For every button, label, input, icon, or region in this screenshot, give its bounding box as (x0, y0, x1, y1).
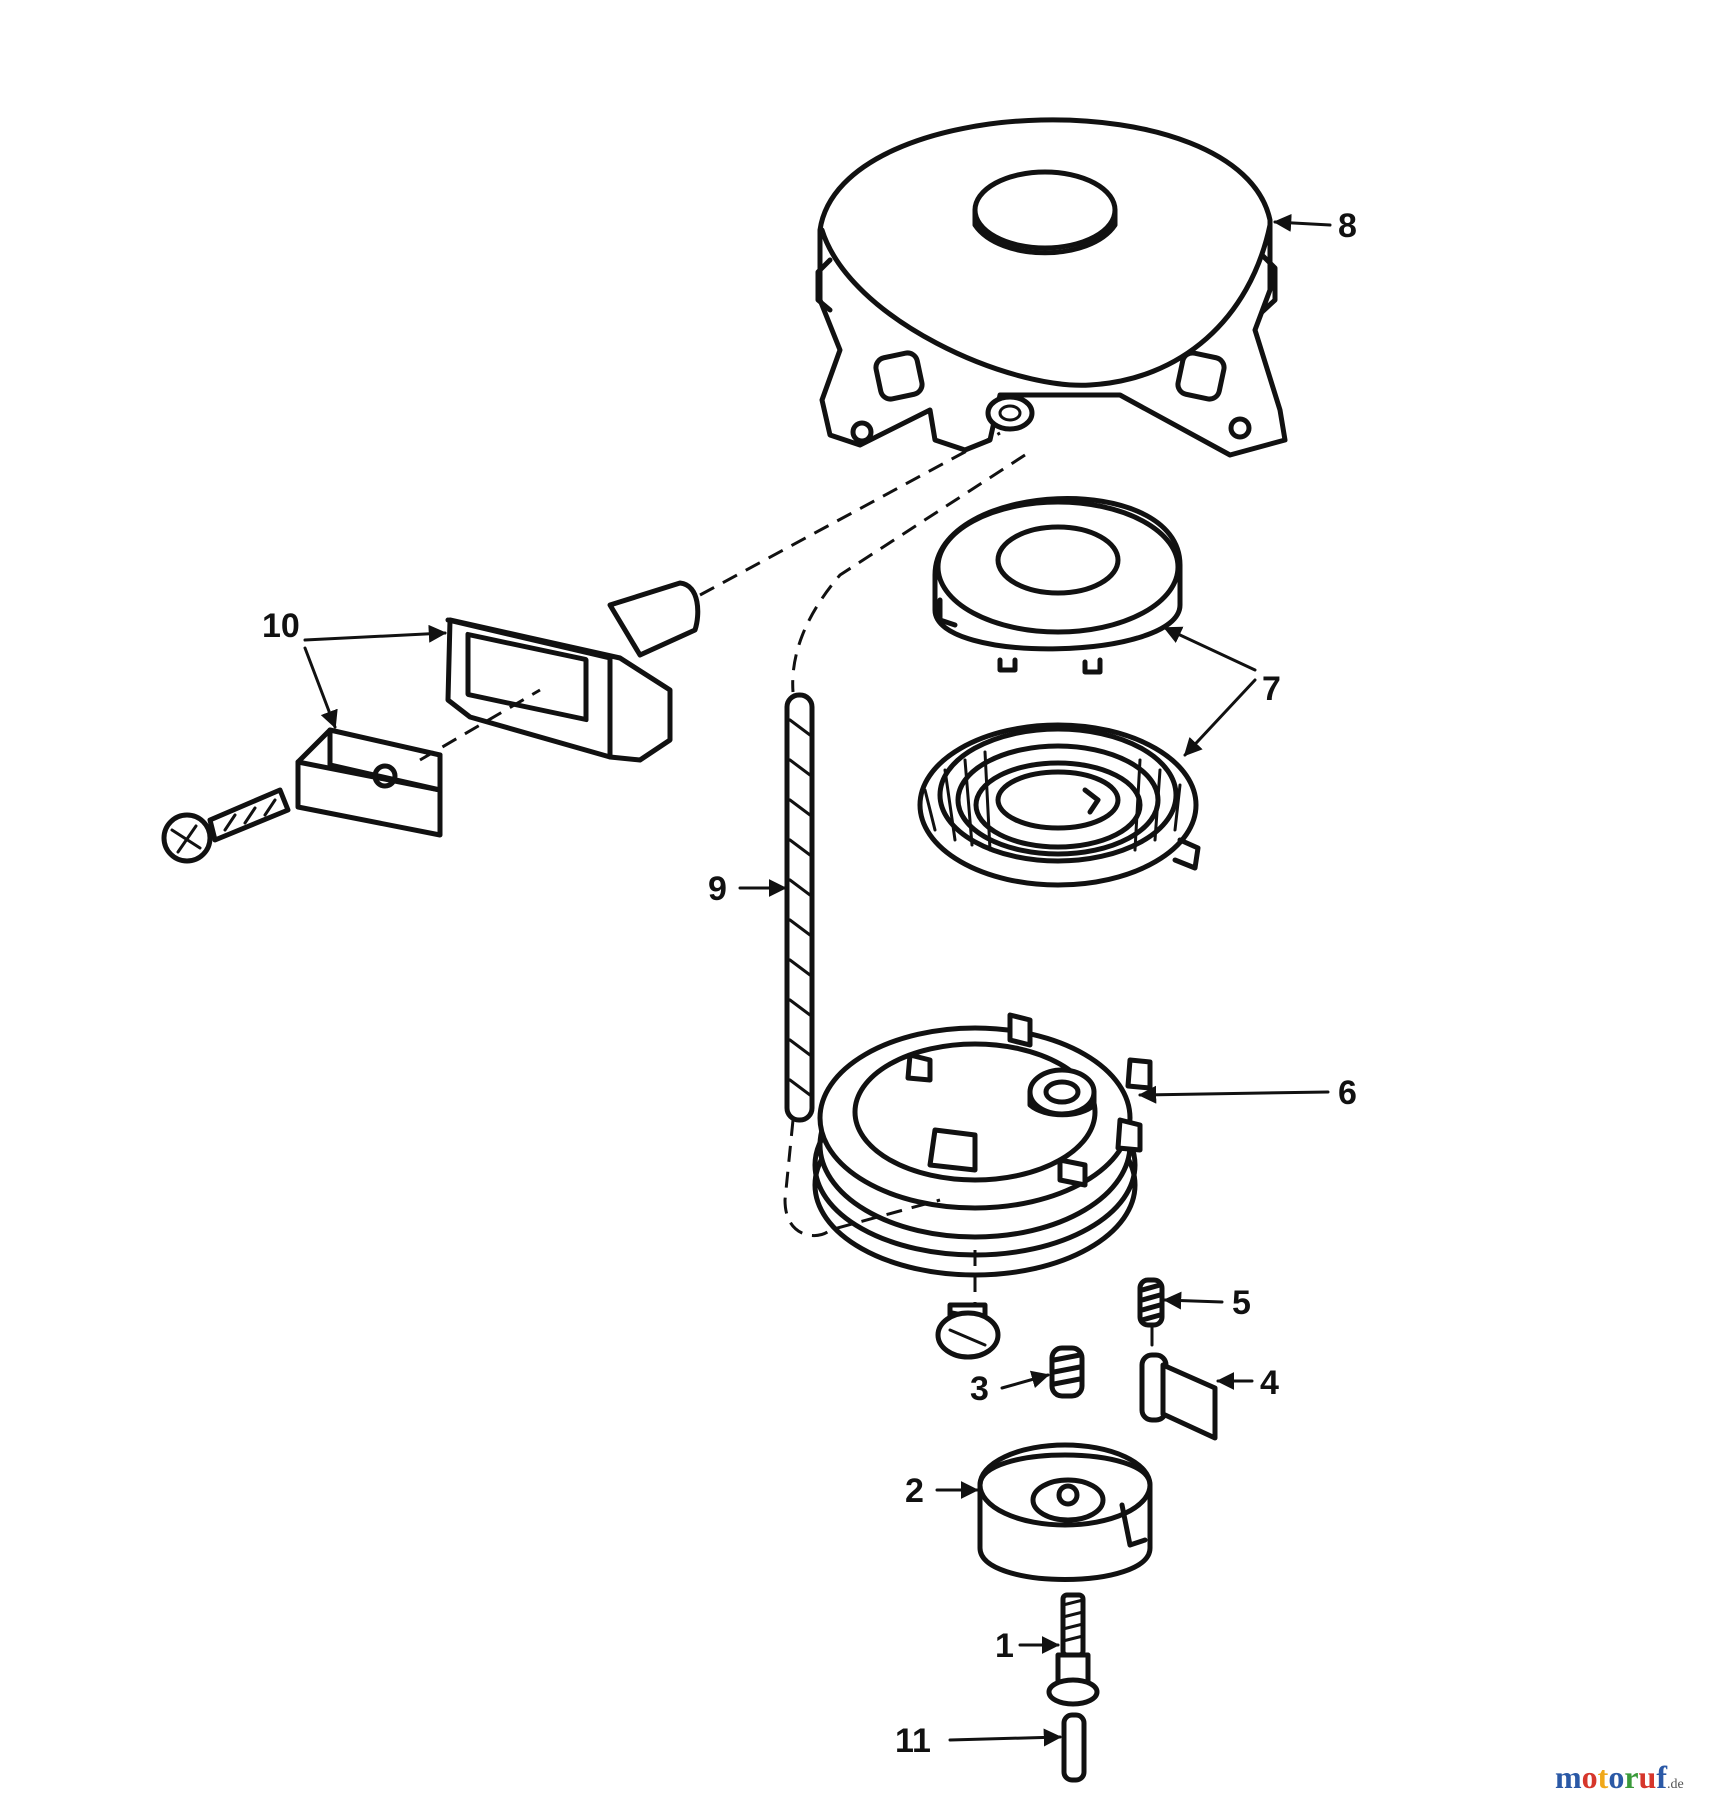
callout-2: 2 (905, 1472, 924, 1510)
brake-spring (1049, 1345, 1085, 1399)
callout-1: 1 (995, 1627, 1014, 1665)
small-spring (1137, 1277, 1165, 1347)
spring-cup (932, 496, 1183, 675)
starter-rope (784, 692, 815, 1123)
rope-path-housing-to-pulley (783, 453, 1026, 1237)
callout-7: 7 (1262, 670, 1281, 708)
pin (1061, 1712, 1087, 1783)
watermark-suffix: .de (1667, 1777, 1684, 1792)
callout-11: 11 (895, 1722, 931, 1760)
pawl (1139, 1352, 1218, 1441)
retainer-screw (935, 1302, 1001, 1360)
handle-assembly (161, 580, 701, 864)
callout-4: 4 (1260, 1364, 1279, 1402)
housing (815, 117, 1288, 458)
callout-6: 6 (1338, 1074, 1357, 1112)
pulley (812, 1012, 1153, 1278)
shoulder-screw (1046, 1592, 1100, 1707)
recoil-spring (917, 722, 1201, 888)
callout-5: 5 (1232, 1284, 1251, 1322)
handle-to-clip-line (419, 688, 541, 762)
rope-path-handle-to-housing (699, 431, 1001, 597)
callout-3: 3 (970, 1370, 989, 1408)
callout-10: 10 (262, 607, 300, 645)
watermark-logo: motoruf.de (1555, 1759, 1684, 1795)
callout-9: 9 (708, 870, 727, 908)
callout-8: 8 (1338, 207, 1357, 245)
leader-lines (303, 213, 1332, 1747)
retainer-cup (977, 1442, 1153, 1582)
